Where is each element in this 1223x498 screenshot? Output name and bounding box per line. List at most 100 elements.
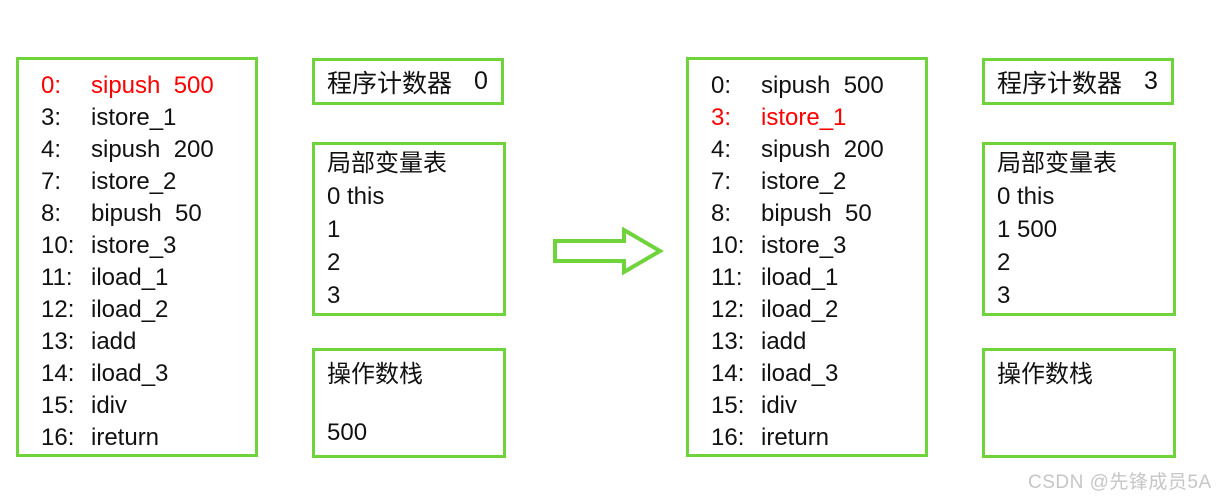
bytecode-instruction: istore_1 bbox=[91, 104, 177, 131]
bytecode-instruction: iload_1 bbox=[91, 264, 169, 291]
program-counter-value: 3 bbox=[1144, 67, 1158, 95]
bytecode-line: 14: iload_3 bbox=[711, 358, 925, 390]
bytecode-instruction: sipush 500 bbox=[91, 72, 214, 99]
program-counter-label: 程序计数器 bbox=[327, 69, 453, 98]
bytecode-line: 3: istore_1 bbox=[41, 102, 255, 134]
bytecode-instruction: istore_1 bbox=[761, 104, 847, 131]
bytecode-instruction: ireturn bbox=[761, 424, 830, 451]
local-variable-slot: 1 500 bbox=[997, 216, 1058, 243]
bytecode-offset: 12: bbox=[711, 296, 745, 323]
local-variable-slot: 2 bbox=[997, 249, 1011, 276]
bytecode-offset: 11: bbox=[711, 264, 743, 291]
bytecode-offset: 8: bbox=[41, 200, 62, 227]
bytecode-instruction: istore_2 bbox=[761, 168, 847, 195]
bytecode-offset: 13: bbox=[41, 328, 75, 355]
bytecode-line: 12: iload_2 bbox=[711, 294, 925, 326]
bytecode-line: 16: ireturn bbox=[41, 422, 255, 454]
bytecode-offset: 11: bbox=[41, 264, 73, 291]
bytecode-offset: 7: bbox=[711, 168, 732, 195]
bytecode-line: 11: iload_1 bbox=[41, 262, 255, 294]
bytecode-line: 8: bipush 50 bbox=[711, 198, 925, 230]
bytecode-instruction: iload_3 bbox=[91, 360, 169, 387]
operand-stack-values: 500 bbox=[327, 417, 503, 449]
program-counter-box: 程序计数器 0 bbox=[312, 58, 504, 105]
local-variable-table-box: 局部变量表 0 this 1 500 2 3 bbox=[982, 142, 1176, 316]
local-variable-slots: 0 this 1 500 2 3 bbox=[997, 180, 1173, 312]
bytecode-offset: 3: bbox=[41, 104, 62, 131]
local-variable-slot: 3 bbox=[327, 282, 341, 309]
bytecode-offset: 8: bbox=[711, 200, 732, 227]
bytecode-line: 4: sipush 200 bbox=[711, 134, 925, 166]
bytecode-offset: 14: bbox=[41, 360, 75, 387]
bytecode-instruction: ireturn bbox=[91, 424, 160, 451]
bytecode-instruction: sipush 500 bbox=[761, 72, 884, 99]
bytecode-line: 10: istore_3 bbox=[41, 230, 255, 262]
bytecode-line: 7: istore_2 bbox=[711, 166, 925, 198]
bytecode-line: 3: istore_1 bbox=[711, 102, 925, 134]
local-variable-slot: 0 this bbox=[997, 183, 1055, 210]
bytecode-offset: 13: bbox=[711, 328, 745, 355]
bytecode-offset: 7: bbox=[41, 168, 62, 195]
operand-stack-box: 操作数栈 500 bbox=[312, 348, 506, 458]
bytecode-line: 15: idiv bbox=[41, 390, 255, 422]
local-variable-slot: 0 this bbox=[327, 183, 385, 210]
bytecode-instruction: bipush 50 bbox=[91, 200, 202, 227]
bytecode-instruction: istore_3 bbox=[761, 232, 847, 259]
bytecode-line: 14: iload_3 bbox=[41, 358, 255, 390]
bytecode-offset: 4: bbox=[41, 136, 62, 163]
local-variable-slots: 0 this 1 2 3 bbox=[327, 180, 503, 312]
local-variable-table-box: 局部变量表 0 this 1 2 3 bbox=[312, 142, 506, 316]
local-variable-slot: 1 bbox=[327, 216, 341, 243]
operand-stack-title: 操作数栈 bbox=[327, 361, 423, 388]
bytecode-instruction: idiv bbox=[761, 392, 798, 419]
bytecode-offset: 4: bbox=[711, 136, 732, 163]
bytecode-offset: 10: bbox=[41, 232, 75, 259]
bytecode-line: 13: iadd bbox=[41, 326, 255, 358]
bytecode-line: 16: ireturn bbox=[711, 422, 925, 454]
bytecode-instruction: iload_1 bbox=[761, 264, 839, 291]
state-before: 0: sipush 500 3: istore_1 4: sipush 200 … bbox=[0, 0, 553, 498]
bytecode-offset: 10: bbox=[711, 232, 745, 259]
bytecode-instruction: iload_3 bbox=[761, 360, 839, 387]
bytecode-instruction: iload_2 bbox=[761, 296, 839, 323]
bytecode-line: 8: bipush 50 bbox=[41, 198, 255, 230]
bytecode-instruction: sipush 200 bbox=[761, 136, 884, 163]
bytecode-line: 15: idiv bbox=[711, 390, 925, 422]
bytecode-line: 7: istore_2 bbox=[41, 166, 255, 198]
program-counter-value: 0 bbox=[474, 67, 488, 95]
bytecode-line: 4: sipush 200 bbox=[41, 134, 255, 166]
bytecode-instruction: iload_2 bbox=[91, 296, 169, 323]
bytecode-offset: 14: bbox=[711, 360, 745, 387]
bytecode-offset: 16: bbox=[41, 424, 75, 451]
bytecode-instruction: bipush 50 bbox=[761, 200, 872, 227]
local-variable-table-title: 局部变量表 bbox=[997, 150, 1117, 177]
local-variable-table-title: 局部变量表 bbox=[327, 150, 447, 177]
bytecode-line: 0: sipush 500 bbox=[41, 70, 255, 102]
bytecode-offset: 12: bbox=[41, 296, 75, 323]
csdn-watermark: CSDN @先锋成员5A bbox=[1028, 472, 1212, 493]
local-variable-slot: 3 bbox=[997, 282, 1011, 309]
bytecode-offset: 15: bbox=[711, 392, 745, 419]
bytecode-line: 13: iadd bbox=[711, 326, 925, 358]
bytecode-instruction: sipush 200 bbox=[91, 136, 214, 163]
bytecode-line: 12: iload_2 bbox=[41, 294, 255, 326]
program-counter-label: 程序计数器 bbox=[997, 69, 1123, 98]
bytecode-offset: 0: bbox=[711, 72, 732, 99]
bytecode-line: 10: istore_3 bbox=[711, 230, 925, 262]
bytecode-offset: 0: bbox=[41, 72, 62, 99]
bytecode-instruction: istore_2 bbox=[91, 168, 177, 195]
bytecode-instruction: iadd bbox=[91, 328, 137, 355]
program-counter-box: 程序计数器 3 bbox=[982, 58, 1174, 105]
bytecode-offset: 16: bbox=[711, 424, 745, 451]
bytecode-box: 0: sipush 500 3: istore_1 4: sipush 200 … bbox=[16, 57, 258, 457]
operand-stack-title: 操作数栈 bbox=[997, 361, 1093, 388]
local-variable-slot: 2 bbox=[327, 249, 341, 276]
state-after: 0: sipush 500 3: istore_1 4: sipush 200 … bbox=[670, 0, 1223, 498]
bytecode-offset: 3: bbox=[711, 104, 732, 131]
bytecode-box: 0: sipush 500 3: istore_1 4: sipush 200 … bbox=[686, 57, 928, 457]
bytecode-line: 0: sipush 500 bbox=[711, 70, 925, 102]
bytecode-offset: 15: bbox=[41, 392, 75, 419]
right-arrow-icon bbox=[552, 227, 664, 275]
bytecode-instruction: idiv bbox=[91, 392, 128, 419]
